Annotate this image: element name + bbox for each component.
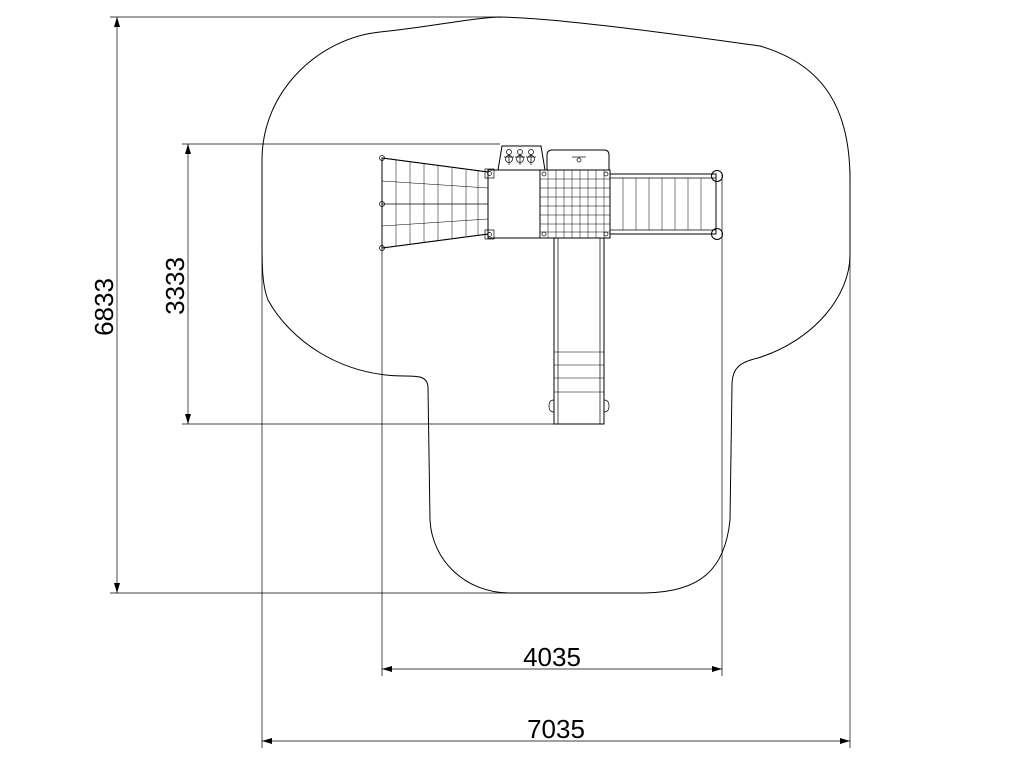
- figure-icon: [526, 149, 536, 165]
- central-platform: [539, 169, 611, 239]
- figure-icon: [515, 149, 525, 165]
- dimension-structure-width: 4035: [381, 160, 723, 676]
- dimension-overall-height: 6833: [89, 16, 515, 594]
- ramp-bridge: [609, 170, 723, 240]
- ramp-post: [711, 170, 723, 182]
- dimension-structure-depth: 3333: [160, 143, 555, 425]
- dimension-label-structure-depth: 3333: [160, 257, 190, 315]
- net-anchor: [379, 155, 385, 161]
- ramp-post: [711, 228, 723, 240]
- climbing-net: [379, 155, 489, 251]
- dimension-overall-width: 7035: [261, 170, 851, 748]
- tower-deck: [484, 168, 541, 240]
- dimension-label-overall-width: 7035: [527, 714, 585, 744]
- slide: [548, 237, 610, 425]
- roof-panel: [546, 149, 610, 171]
- net-anchor: [379, 245, 385, 251]
- play-panel: [497, 145, 546, 171]
- safety-zone-outline: [261, 16, 851, 594]
- figure-icon: [504, 149, 514, 165]
- net-anchor: [379, 201, 385, 207]
- dimension-label-overall-height: 6833: [89, 278, 119, 336]
- dimension-label-structure-width: 4035: [523, 642, 581, 672]
